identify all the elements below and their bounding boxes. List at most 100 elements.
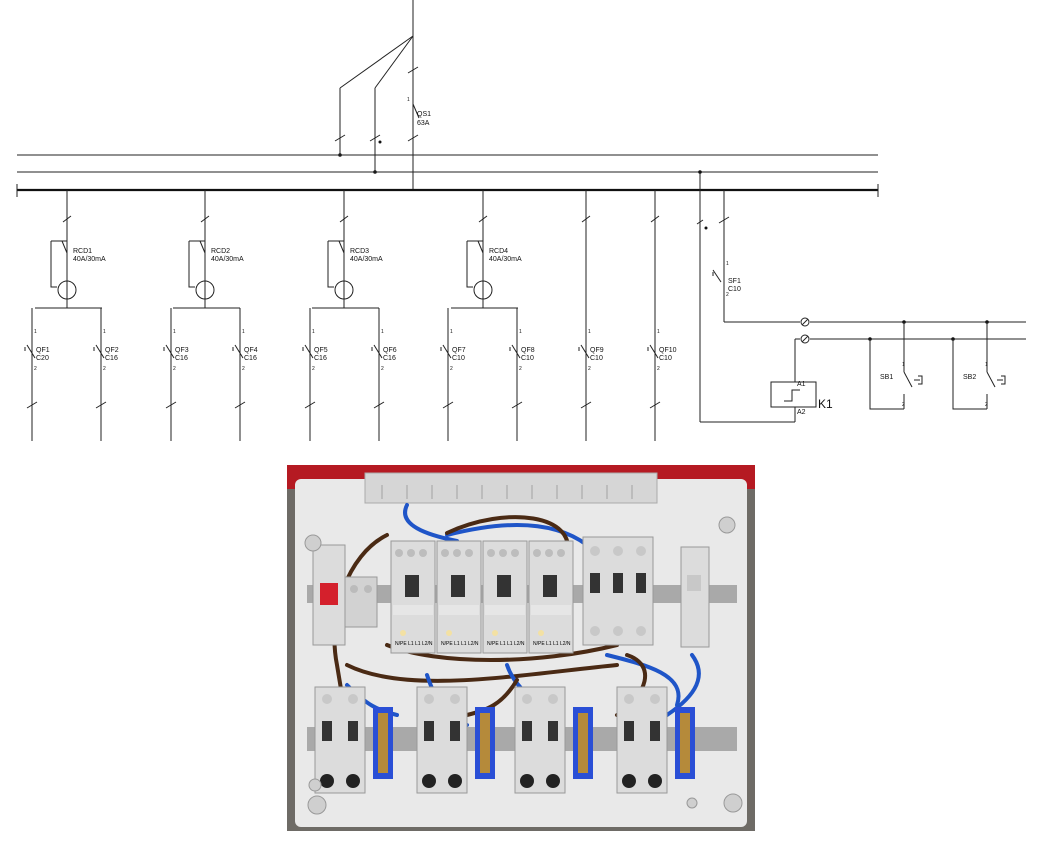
breaker-terminal-1: 1 [34, 329, 37, 335]
rcd-name: RCD4 [489, 248, 508, 255]
k1-name: K1 [818, 397, 833, 411]
qs1-name: QS1 [417, 111, 431, 118]
terminal-n-circle [800, 334, 810, 344]
breaker-name: QF7 [452, 347, 466, 354]
module-label: L1 L2/N [553, 641, 571, 647]
rcd-toroid [473, 280, 493, 300]
breaker-rating: C16 [175, 355, 188, 362]
breaker-terminal-2: 2 [588, 366, 591, 372]
rcd-rating: 40A/30mA [211, 256, 244, 263]
rcd-rating: 40A/30mA [350, 256, 383, 263]
breaker-terminal-1: 1 [657, 329, 660, 335]
breaker-rating: C16 [383, 355, 396, 362]
qs1-terminal: 1 [407, 97, 410, 103]
breaker-name: QF2 [105, 347, 119, 354]
breaker-terminal-1: 1 [173, 329, 176, 335]
breaker-name: QF6 [383, 347, 397, 354]
mounting-holes [304, 516, 743, 815]
terminal-l-circle [800, 317, 810, 327]
module-label: L1 L2/N [461, 641, 479, 647]
breaker-terminal-1: 1 [519, 329, 522, 335]
photo-breaker-pair [616, 686, 695, 794]
rcd-name: RCD1 [73, 248, 92, 255]
button-terminal-2: 2 [902, 402, 905, 408]
sf1-terminal-1: 1 [726, 261, 729, 267]
breaker-terminal-1: 1 [588, 329, 591, 335]
breaker-rating: C16 [244, 355, 257, 362]
breaker-terminal-2: 2 [173, 366, 176, 372]
terminal-block [573, 707, 593, 779]
breaker-terminal-2: 2 [312, 366, 315, 372]
breaker-terminal-1: 1 [242, 329, 245, 335]
breaker-rating: C16 [105, 355, 118, 362]
module-label: N/PE L1 [395, 641, 414, 647]
qs1-switch: QS1 63A 1 [407, 97, 431, 127]
photo-breaker-pair [314, 686, 393, 794]
breaker-rating: C10 [659, 355, 672, 362]
terminal-block [373, 707, 393, 779]
module-label: L1 L2/N [415, 641, 433, 647]
control-circuit: 1 2 SF1 C10 A1 A2 K1 [696, 170, 1026, 423]
breaker-terminal-2: 2 [242, 366, 245, 372]
module-label: N/PE L1 [533, 641, 552, 647]
breaker-terminal-1: 1 [312, 329, 315, 335]
rcd-toroid [334, 280, 354, 300]
button-terminal-1: 1 [985, 362, 988, 368]
contactor-module [680, 546, 710, 648]
sf1-terminal-2: 2 [726, 292, 729, 298]
k1-a2: A2 [797, 409, 806, 416]
breaker-rating: C20 [36, 355, 49, 362]
breaker-rating: C10 [452, 355, 465, 362]
breaker-name: QF1 [36, 347, 50, 354]
breaker-name: QF5 [314, 347, 328, 354]
photo-breaker-pair [514, 686, 593, 794]
breaker-terminal-2: 2 [103, 366, 106, 372]
qs1-rating: 63A [417, 120, 430, 127]
breaker-name: QF4 [244, 347, 258, 354]
rcd-rating: 40A/30mA [489, 256, 522, 263]
push-button-sb1: 1 2 SB1 [868, 320, 923, 410]
module-label: N/PE L1 [487, 641, 506, 647]
breaker-terminal-2: 2 [381, 366, 384, 372]
top-right-breakers [582, 536, 710, 648]
breaker-name: QF8 [521, 347, 535, 354]
breaker-terminal-2: 2 [450, 366, 453, 372]
sf1-name: SF1 [728, 278, 741, 285]
rcd-rating: 40A/30mA [73, 256, 106, 263]
incoming-feed [334, 0, 419, 190]
breaker-terminal-1: 1 [103, 329, 106, 335]
rcd-name: RCD3 [350, 248, 369, 255]
breaker-name: QF10 [659, 347, 677, 354]
button-terminal-1: 1 [902, 362, 905, 368]
breaker-terminal-2: 2 [34, 366, 37, 372]
bottom-breaker-groups [314, 686, 695, 794]
breaker-group: 12QF1C2012QF2C1612QF3C1612QF4C1612QF5C16… [24, 190, 677, 441]
module-label: N/PE L1 [441, 641, 460, 647]
button-name: SB1 [880, 374, 893, 381]
breaker-rating: C16 [314, 355, 327, 362]
main-switch-module [312, 544, 378, 646]
breaker-terminal-1: 1 [381, 329, 384, 335]
breaker-name: QF9 [590, 347, 604, 354]
top-cable-gland [364, 472, 658, 504]
rcd-groups: RCD140A/30mARCD240A/30mARCD340A/30mARCD4… [35, 190, 522, 309]
single-line-schematic: QS1 63A 1 RCD140A/30mARCD240A/30mARCD340… [16, 0, 1026, 441]
